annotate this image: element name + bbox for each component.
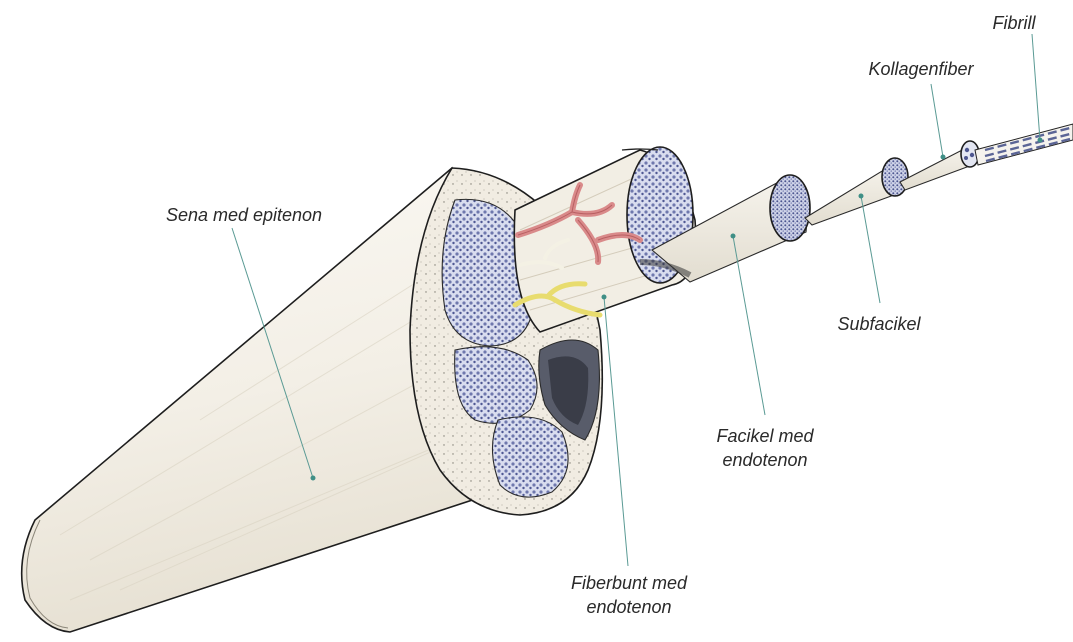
label-fiberbunt-line1: Fiberbunt med	[571, 573, 688, 593]
subfascicle-cone	[805, 158, 908, 225]
leader-fiberbunt	[604, 297, 628, 566]
marker-fiberbunt	[602, 295, 607, 300]
label-sena-med-epitenon: Sena med epitenon	[166, 205, 322, 225]
marker-kollagenfiber	[941, 155, 946, 160]
leader-kollagenfiber	[931, 84, 943, 157]
label-fiberbunt-line2: endotenon	[586, 597, 671, 617]
marker-subfacikel	[859, 194, 864, 199]
fibril-strands	[975, 124, 1073, 165]
label-kollagenfiber: Kollagenfiber	[868, 59, 974, 79]
collagen-fiber-cone	[900, 141, 979, 190]
label-facikel-line1: Facikel med	[716, 426, 814, 446]
marker-sena	[311, 476, 316, 481]
marker-fibrill	[1038, 138, 1043, 143]
label-subfacikel: Subfacikel	[837, 314, 921, 334]
leader-subfacikel	[861, 196, 880, 303]
label-facikel-line2: endotenon	[722, 450, 807, 470]
marker-facikel	[731, 234, 736, 239]
leader-facikel	[733, 236, 765, 415]
leader-fibrill	[1032, 34, 1040, 140]
label-fibrill: Fibrill	[993, 13, 1037, 33]
